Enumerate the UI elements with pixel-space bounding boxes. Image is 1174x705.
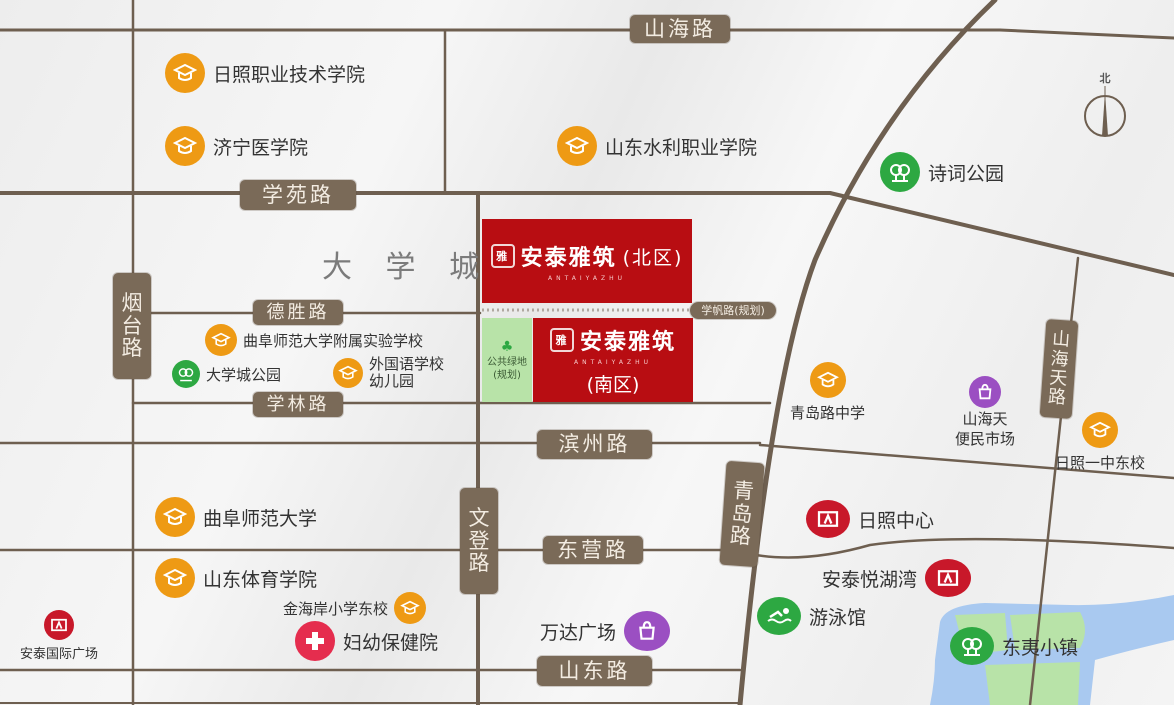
poi-shandong-sport[interactable]: 山东体育学院 — [155, 558, 317, 598]
graduation-cap-icon — [155, 497, 195, 537]
brand-seal-icon: 雅 — [549, 327, 574, 352]
project-north-name: 安泰雅筑 — [520, 245, 617, 271]
project-north-block[interactable]: 雅 安泰雅筑 (北区) ANTAIYAZHU — [482, 219, 692, 303]
shopping-bag-icon — [624, 611, 671, 651]
road-label-wendeng: 文登路 — [460, 488, 498, 594]
poi-rizhao-center[interactable]: 日照中心 — [806, 500, 934, 538]
brand-seal-icon: 雅 — [490, 244, 515, 268]
district-label-university-town: 大 学 城 — [322, 250, 492, 285]
poi-jinhaian-primary[interactable]: 金海岸小学东校 — [283, 592, 427, 624]
poi-rizhao-no1-east[interactable]: 日照一中东校 — [1055, 412, 1145, 473]
mall-icon — [44, 610, 74, 640]
road-label-shanhaitian: 山海天路 — [1039, 319, 1079, 419]
medical-cross-icon — [295, 621, 335, 661]
poi-antai-plaza[interactable]: 安泰国际广场 — [20, 610, 98, 662]
graduation-cap-icon — [809, 362, 846, 398]
green-tree-icon: ♣ — [500, 338, 514, 355]
project-south-zone: (南区) — [586, 373, 640, 396]
project-south-name: 安泰雅筑 — [579, 328, 676, 355]
shopping-bag-icon — [969, 376, 1001, 408]
poi-jining-medical[interactable]: 济宁医学院 — [165, 126, 308, 166]
poi-shici-park[interactable]: 诗词公园 — [880, 152, 1004, 192]
project-south-brand: 雅 安泰雅筑 — [549, 324, 676, 356]
tree-icon — [880, 152, 920, 192]
poi-shanhaitian-market[interactable]: 山海天 便民市场 — [955, 376, 1015, 448]
road-label-shandong: 山东路 — [537, 656, 652, 686]
compass-north-label: 北 — [1099, 72, 1111, 85]
graduation-cap-icon — [155, 558, 195, 598]
graduation-cap-icon — [394, 592, 427, 624]
poi-qingdaolu-middle[interactable]: 青岛路中学 — [790, 362, 865, 423]
poi-maternal-hospital[interactable]: 妇幼保健院 — [295, 621, 438, 661]
road-label-binzhou: 滨州路 — [537, 430, 652, 459]
swimming-icon — [757, 597, 801, 635]
green-strip-line1: 公共绿地 — [487, 357, 527, 369]
project-south-block[interactable]: 雅 安泰雅筑 ANTAIYAZHU (南区) — [533, 318, 693, 402]
road-label-xuelin: 学林路 — [253, 392, 343, 417]
road-label-xuefan-planned: 学帆路(规划) — [690, 302, 776, 319]
road-label-qingdao: 青岛路 — [719, 460, 765, 568]
poi-qufu-normal[interactable]: 曲阜师范大学 — [155, 497, 317, 537]
island-park-2 — [1010, 612, 1085, 650]
project-north-brand: 雅 安泰雅筑 (北区) — [490, 240, 684, 272]
poi-foreign-language-kindergarten[interactable]: 外国语学校 幼儿园 — [333, 355, 444, 391]
poi-shandong-water[interactable]: 山东水利职业学院 — [557, 126, 757, 166]
road-label-shanhai: 山海路 — [630, 15, 730, 43]
mall-icon — [925, 559, 972, 597]
road-label-yantai: 烟台路 — [113, 273, 151, 379]
road-label-desheng: 德胜路 — [253, 300, 343, 325]
tree-icon — [950, 627, 994, 665]
mall-icon — [806, 500, 850, 538]
graduation-cap-icon — [165, 126, 205, 166]
poi-rizhao-vocational[interactable]: 日照职业技术学院 — [165, 53, 365, 93]
tree-icon — [172, 360, 200, 388]
poi-swimming[interactable]: 游泳馆 — [757, 597, 866, 635]
poi-wanda-plaza[interactable]: 万达广场 — [540, 611, 671, 651]
poi-qufu-affiliated-school[interactable]: 曲阜师范大学附属实验学校 — [205, 324, 423, 356]
project-south-subtitle: ANTAIYAZHU — [574, 358, 652, 366]
graduation-cap-icon — [165, 53, 205, 93]
graduation-cap-icon — [205, 324, 237, 356]
graduation-cap-icon — [333, 358, 363, 389]
project-north-subtitle: ANTAIYAZHU — [548, 275, 626, 282]
poi-daxuecheng-park[interactable]: 大学城公园 — [172, 360, 281, 388]
public-green-space: ♣ 公共绿地 (规划) — [482, 318, 532, 402]
north-compass: 北 — [1080, 70, 1130, 140]
road-label-dongying: 东营路 — [543, 536, 643, 564]
road-label-xueyuan: 学苑路 — [240, 180, 356, 210]
graduation-cap-icon — [1082, 412, 1118, 448]
green-strip-line2: (规划) — [493, 370, 521, 382]
poi-dongyi-town[interactable]: 东夷小镇 — [950, 627, 1078, 665]
graduation-cap-icon — [557, 126, 597, 166]
project-north-zone: (北区) — [622, 246, 684, 269]
compass-icon — [1084, 86, 1126, 137]
poi-antai-lake-bay[interactable]: 安泰悦湖湾 — [822, 559, 972, 597]
